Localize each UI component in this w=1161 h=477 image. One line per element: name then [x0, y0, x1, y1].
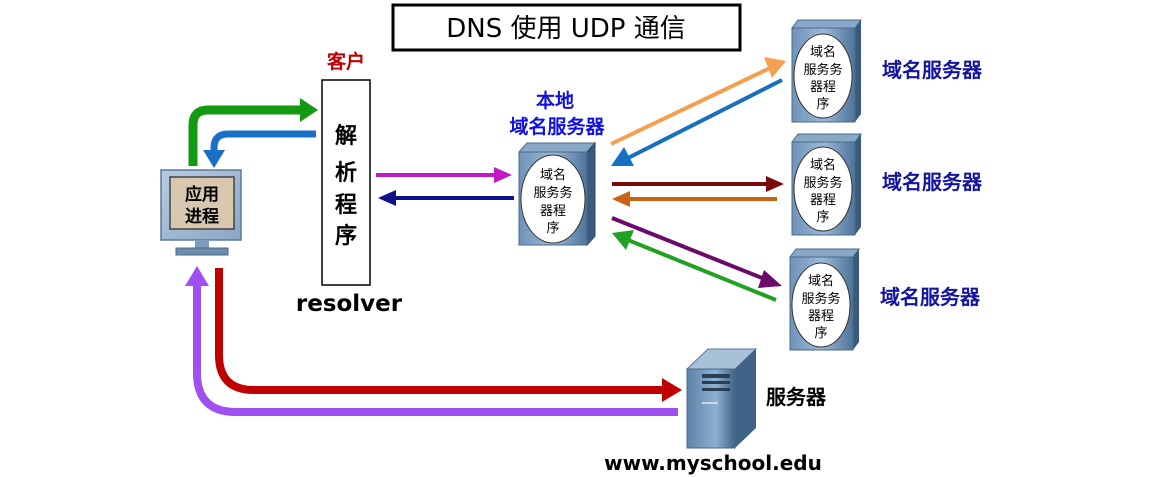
remote2-program-line-1: 域名 [810, 157, 836, 173]
pc-icon: 应用 进程 [160, 169, 242, 256]
remote3-program-line-3: 器程 [808, 309, 834, 324]
local-dns-label-line-2: 域名服务器 [509, 115, 605, 138]
query-arrow-app-to-resolver [188, 98, 318, 166]
local-program-line-3: 器程 [540, 204, 566, 219]
remote2-program-line-2: 服务务 [803, 175, 842, 191]
remote1-program-line-3: 器程 [810, 80, 836, 95]
resolver-line-3: 程 [335, 193, 357, 218]
remote-dns-server-3: 域名 服务务 器程 序 [789, 248, 860, 351]
remote-dns-label-2: 域名服务器 [882, 170, 983, 194]
query-arrow-local-to-remote-2 [612, 176, 784, 192]
web-server-icon [685, 348, 758, 449]
answer-arrow-remote-1-to-local [611, 78, 783, 166]
request-arrow-app-to-web-server [215, 268, 682, 402]
remote-dns-server-2: 域名 服务务 器程 序 [791, 133, 862, 236]
query-arrow-local-to-remote-1 [610, 57, 786, 146]
web-server-label: 服务器 [766, 385, 827, 409]
remote2-program-line-3: 器程 [810, 193, 836, 208]
answer-arrow-local-to-resolver [378, 190, 514, 206]
remote-dns-label-1: 域名服务器 [882, 58, 983, 82]
response-arrow-web-server-to-app [185, 266, 678, 416]
remote-dns-server-1: 域名 服务务 器程 序 [791, 19, 862, 123]
local-dns-label-line-1: 本地 [536, 89, 574, 112]
local-program-line-4: 序 [546, 221, 559, 236]
resolver-label: resolver [296, 291, 403, 317]
remote-dns-label-3: 域名服务器 [880, 285, 981, 309]
answer-arrow-remote-2-to-local [612, 191, 777, 207]
web-server-host: www.myschool.edu [604, 451, 822, 475]
client-label: 客户 [327, 50, 365, 73]
query-arrow-local-to-remote-3 [611, 216, 782, 288]
title-box: DNS 使用 UDP 通信 [391, 3, 742, 52]
resolver-line-1: 解 [335, 123, 357, 149]
remote1-program-line-4: 序 [816, 97, 829, 112]
app-process-line-1: 应用 [185, 184, 219, 205]
local-program-line-1: 域名 [540, 167, 566, 183]
resolver-line-2: 析 [335, 161, 357, 186]
remote3-program-line-1: 域名 [808, 273, 834, 289]
remote1-program-line-2: 服务务 [803, 62, 842, 78]
query-arrow-resolver-to-local [376, 167, 512, 183]
local-program-line-2: 服务务 [533, 185, 572, 201]
remote3-program-line-2: 服务务 [801, 291, 840, 307]
local-dns-server: 域名 服务务 器程 序 [517, 141, 597, 247]
remote3-program-line-4: 序 [814, 326, 827, 341]
answer-arrow-resolver-to-app [203, 130, 316, 168]
remote2-program-line-4: 序 [816, 210, 829, 225]
title: DNS 使用 UDP 通信 [446, 14, 686, 44]
resolver-box: 解 析 程 序 [321, 79, 371, 286]
resolver-line-4: 序 [335, 223, 357, 249]
answer-arrow-remote-3-to-local [612, 230, 777, 302]
remote1-program-line-1: 域名 [810, 44, 836, 60]
app-process-line-2: 进程 [185, 207, 219, 227]
